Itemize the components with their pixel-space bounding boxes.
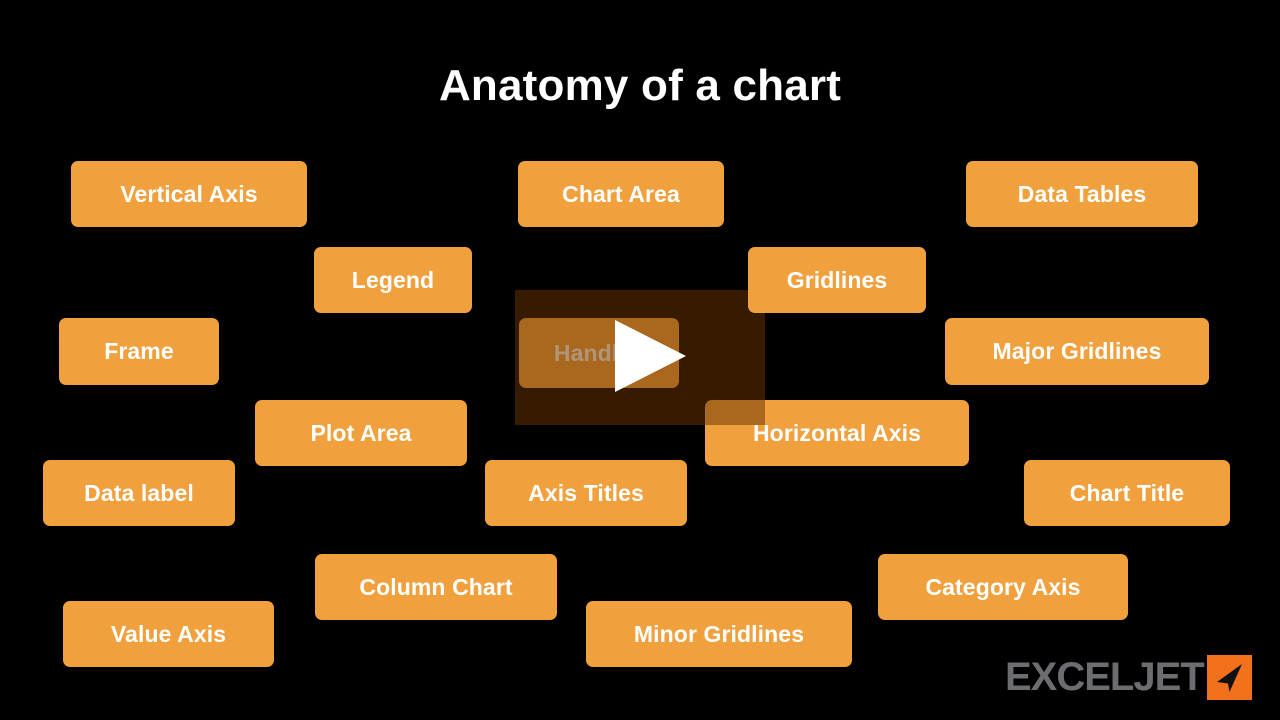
tag-label: Chart Area: [562, 180, 680, 207]
tag-gridlines[interactable]: Gridlines: [748, 247, 926, 313]
tag-data-tables[interactable]: Data Tables: [966, 161, 1198, 227]
tag-label: Category Axis: [925, 573, 1081, 600]
tag-frame[interactable]: Frame: [59, 318, 219, 385]
tag-data-label[interactable]: Data label: [43, 460, 235, 526]
tag-vertical-axis[interactable]: Vertical Axis: [71, 161, 307, 227]
tag-label: Gridlines: [786, 266, 888, 293]
tag-label: Column Chart: [359, 573, 513, 600]
tag-label: Legend: [351, 266, 435, 293]
tag-label: Horizontal Axis: [752, 419, 922, 446]
page-title: Anatomy of a chart: [438, 61, 842, 110]
tag-label: Frame: [104, 338, 174, 364]
tag-label: Major Gridlines: [992, 338, 1162, 364]
tag-label: Chart Title: [1069, 479, 1185, 506]
paper-plane-icon: [1206, 654, 1252, 700]
play-triangle-icon[interactable]: [615, 320, 686, 392]
tag-label: Value Axis: [110, 620, 227, 647]
tag-legend[interactable]: Legend: [314, 247, 472, 313]
tag-minor-gridlines[interactable]: Minor Gridlines: [586, 601, 852, 667]
tag-label: Minor Gridlines: [633, 620, 805, 647]
tag-chart-area[interactable]: Chart Area: [518, 161, 724, 227]
tag-chart-title[interactable]: Chart Title: [1024, 460, 1230, 526]
exceljet-logo: EXCELJET: [1005, 654, 1252, 700]
tag-label: Axis Titles: [528, 479, 644, 506]
tag-label: Plot Area: [310, 419, 412, 446]
tag-axis-titles[interactable]: Axis Titles: [485, 460, 687, 526]
tag-category-axis[interactable]: Category Axis: [878, 554, 1128, 620]
exceljet-wordmark: EXCELJET: [1005, 655, 1205, 699]
tag-label: Data Tables: [1017, 180, 1147, 207]
tag-major-gridlines[interactable]: Major Gridlines: [945, 318, 1209, 385]
tag-plot-area[interactable]: Plot Area: [255, 400, 467, 466]
tag-label: Vertical Axis: [120, 180, 258, 207]
tag-label: Data label: [84, 479, 194, 506]
video-play-overlay[interactable]: [515, 290, 765, 425]
tag-column-chart[interactable]: Column Chart: [315, 554, 557, 620]
tag-value-axis[interactable]: Value Axis: [63, 601, 274, 667]
